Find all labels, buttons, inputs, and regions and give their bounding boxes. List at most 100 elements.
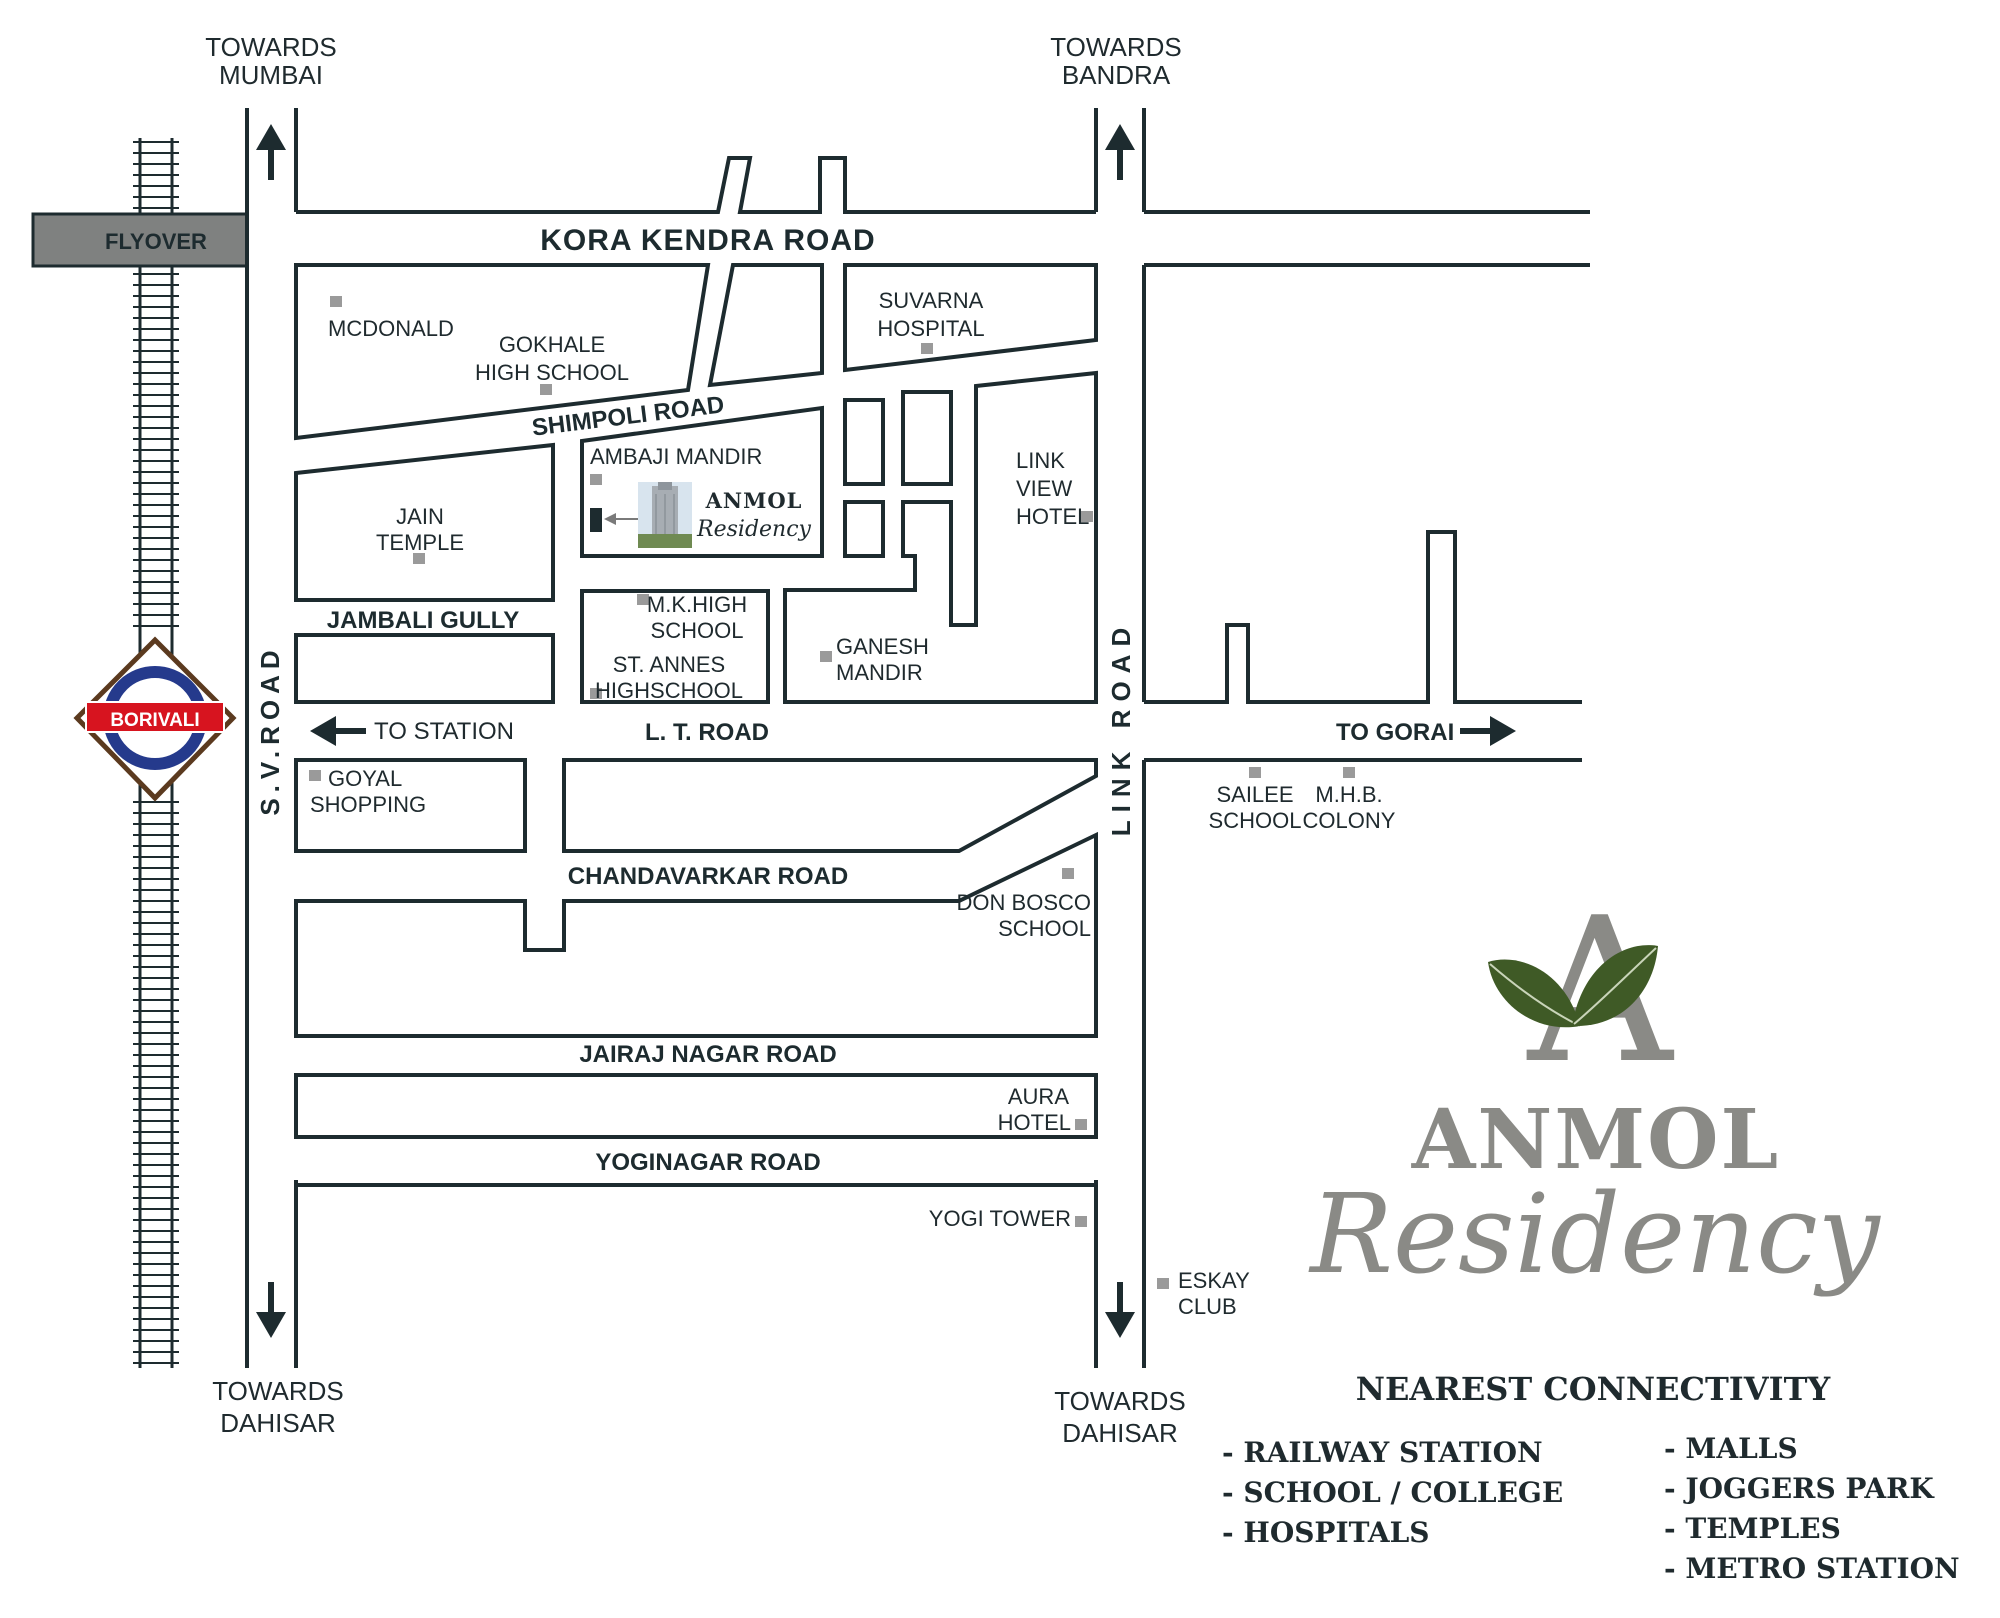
jairaj-nagar-road-label: JAIRAJ NAGAR ROAD [579,1041,836,1068]
marker-gokhale [540,384,552,395]
connectivity-title: NEAREST CONNECTIVITY [1356,1370,1832,1408]
direction-labels: TOWARDS MUMBAI TOWARDS BANDRA TOWARDS DA… [205,32,1454,1448]
connectivity-item: - TEMPLES [1664,1512,1841,1545]
marker-st-annes [590,688,602,699]
place-goyal-line2: SHOPPING [310,792,426,817]
marker-link-view [1081,511,1093,522]
place-sailee-line1: SAILEE [1216,782,1293,807]
towards-mumbai-line2: MUMBAI [219,60,323,90]
place-aura-line1: AURA [1008,1084,1069,1109]
place-labels: MCDONALD GOKHALE HIGH SCHOOL SUVARNA HOS… [310,288,1396,1319]
connectivity-item: - JOGGERS PARK [1664,1472,1935,1505]
leaf-icon [1572,945,1658,1027]
marker-aura [1075,1119,1087,1130]
place-goyal-line1: GOYAL [328,766,402,791]
direction-arrows [256,124,1516,1338]
borivali-station: BORIVALI [73,636,237,802]
place-st-annes-line1: ST. ANNES [613,652,725,677]
brand-logo: A ANMOL Residency [1308,875,1882,1298]
place-mhb-line2: COLONY [1303,808,1396,833]
connectivity-section: NEAREST CONNECTIVITY - RAILWAY STATION -… [1222,1370,1960,1585]
chandavarkar-road-label: CHANDAVARKAR ROAD [568,863,848,890]
station-label: BORIVALI [110,710,199,731]
marker-don-bosco [1062,868,1074,879]
place-mcdonald: MCDONALD [328,316,454,341]
place-eskay-line1: ESKAY [1178,1268,1250,1293]
road-outlines [245,108,1590,1368]
place-mk-high-line1: M.K.HIGH [647,592,747,617]
arrow-down-icon [1105,1282,1135,1338]
place-ganesh-line1: GANESH [836,634,929,659]
place-eskay-line2: CLUB [1178,1294,1237,1319]
tower-image-icon [638,482,692,548]
marker-suvarna [921,343,933,354]
marker-yogi [1075,1216,1087,1227]
towards-mumbai-line1: TOWARDS [205,32,336,62]
marker-jain [413,553,425,564]
towards-dahisar-right-line2: DAHISAR [1062,1418,1178,1448]
leaf-icon [1488,959,1581,1028]
place-mhb-line1: M.H.B. [1315,782,1382,807]
place-link-view-line3: HOTEL [1016,504,1089,529]
connectivity-item: - HOSPITALS [1222,1516,1430,1549]
road-labels: KORA KENDRA ROAD SHIMPOLI ROAD JAMBALI G… [255,224,1136,1176]
sv-road-label: S.V.ROAD [255,644,285,815]
marker-mk-high [637,594,649,605]
towards-dahisar-left-line1: TOWARDS [212,1376,343,1406]
marker-ambaji [590,474,602,485]
place-yogi: YOGI TOWER [929,1206,1071,1231]
arrow-up-icon [1105,124,1135,180]
marker-goyal [309,770,321,781]
place-mk-high-line2: SCHOOL [651,618,744,643]
arrow-up-icon [256,124,286,180]
to-station-label: TO STATION [374,718,514,745]
place-jain-line2: TEMPLE [376,530,464,555]
place-st-annes-line2: HIGHSCHOOL [595,678,743,703]
to-gorai-label: TO GORAI [1336,719,1454,746]
marker-mcdonald [330,296,342,307]
connectivity-item: - RAILWAY STATION [1222,1436,1543,1469]
connectivity-item: - MALLS [1664,1432,1798,1465]
place-sailee-line2: SCHOOL [1209,808,1302,833]
connectivity-item: - SCHOOL / COLLEGE [1222,1476,1563,1509]
brand-script: Residency [1308,1170,1882,1298]
place-ganesh-line2: MANDIR [836,660,923,685]
towards-dahisar-right-line1: TOWARDS [1054,1386,1185,1416]
link-road-label: LINK ROAD [1106,620,1136,836]
marker-ganesh [820,651,832,662]
project-tag-name: ANMOL [705,488,803,513]
marker-eskay [1157,1278,1169,1289]
marker-mhb [1343,767,1355,778]
arrow-right-icon [1460,716,1516,746]
flyover-label: FLYOVER [105,229,207,254]
place-ambaji: AMBAJI MANDIR [590,444,762,469]
place-markers [309,296,1355,1289]
jambali-gully-label: JAMBALI GULLY [327,607,519,634]
project-tag-script: Residency [696,517,812,542]
towards-dahisar-left-line2: DAHISAR [220,1408,336,1438]
place-aura-line2: HOTEL [998,1110,1071,1135]
arrow-left-icon [310,716,366,746]
project-pin-icon [590,508,602,532]
towards-bandra-line1: TOWARDS [1050,32,1181,62]
railway-track [133,138,179,1368]
project-location: ANMOL Residency [590,482,812,548]
connectivity-item: - METRO STATION [1664,1552,1960,1585]
marker-sailee [1249,767,1261,778]
towards-bandra-line2: BANDRA [1062,60,1171,90]
kora-kendra-road-label: KORA KENDRA ROAD [540,224,875,257]
place-link-view-line2: VIEW [1016,476,1072,501]
place-link-view-line1: LINK [1016,448,1065,473]
lt-road-label: L. T. ROAD [645,719,769,746]
place-suvarna-line1: SUVARNA [879,288,984,313]
place-gokhale-line1: GOKHALE [499,332,605,357]
arrow-down-icon [256,1282,286,1338]
place-jain-line1: JAIN [396,504,444,529]
pointer-arrow-icon [604,513,638,525]
yoginagar-road-label: YOGINAGAR ROAD [595,1149,820,1176]
place-suvarna-line2: HOSPITAL [877,316,984,341]
place-don-bosco-line1: DON BOSCO [957,890,1091,915]
place-don-bosco-line2: SCHOOL [998,916,1091,941]
flyover: FLYOVER [31,212,249,268]
